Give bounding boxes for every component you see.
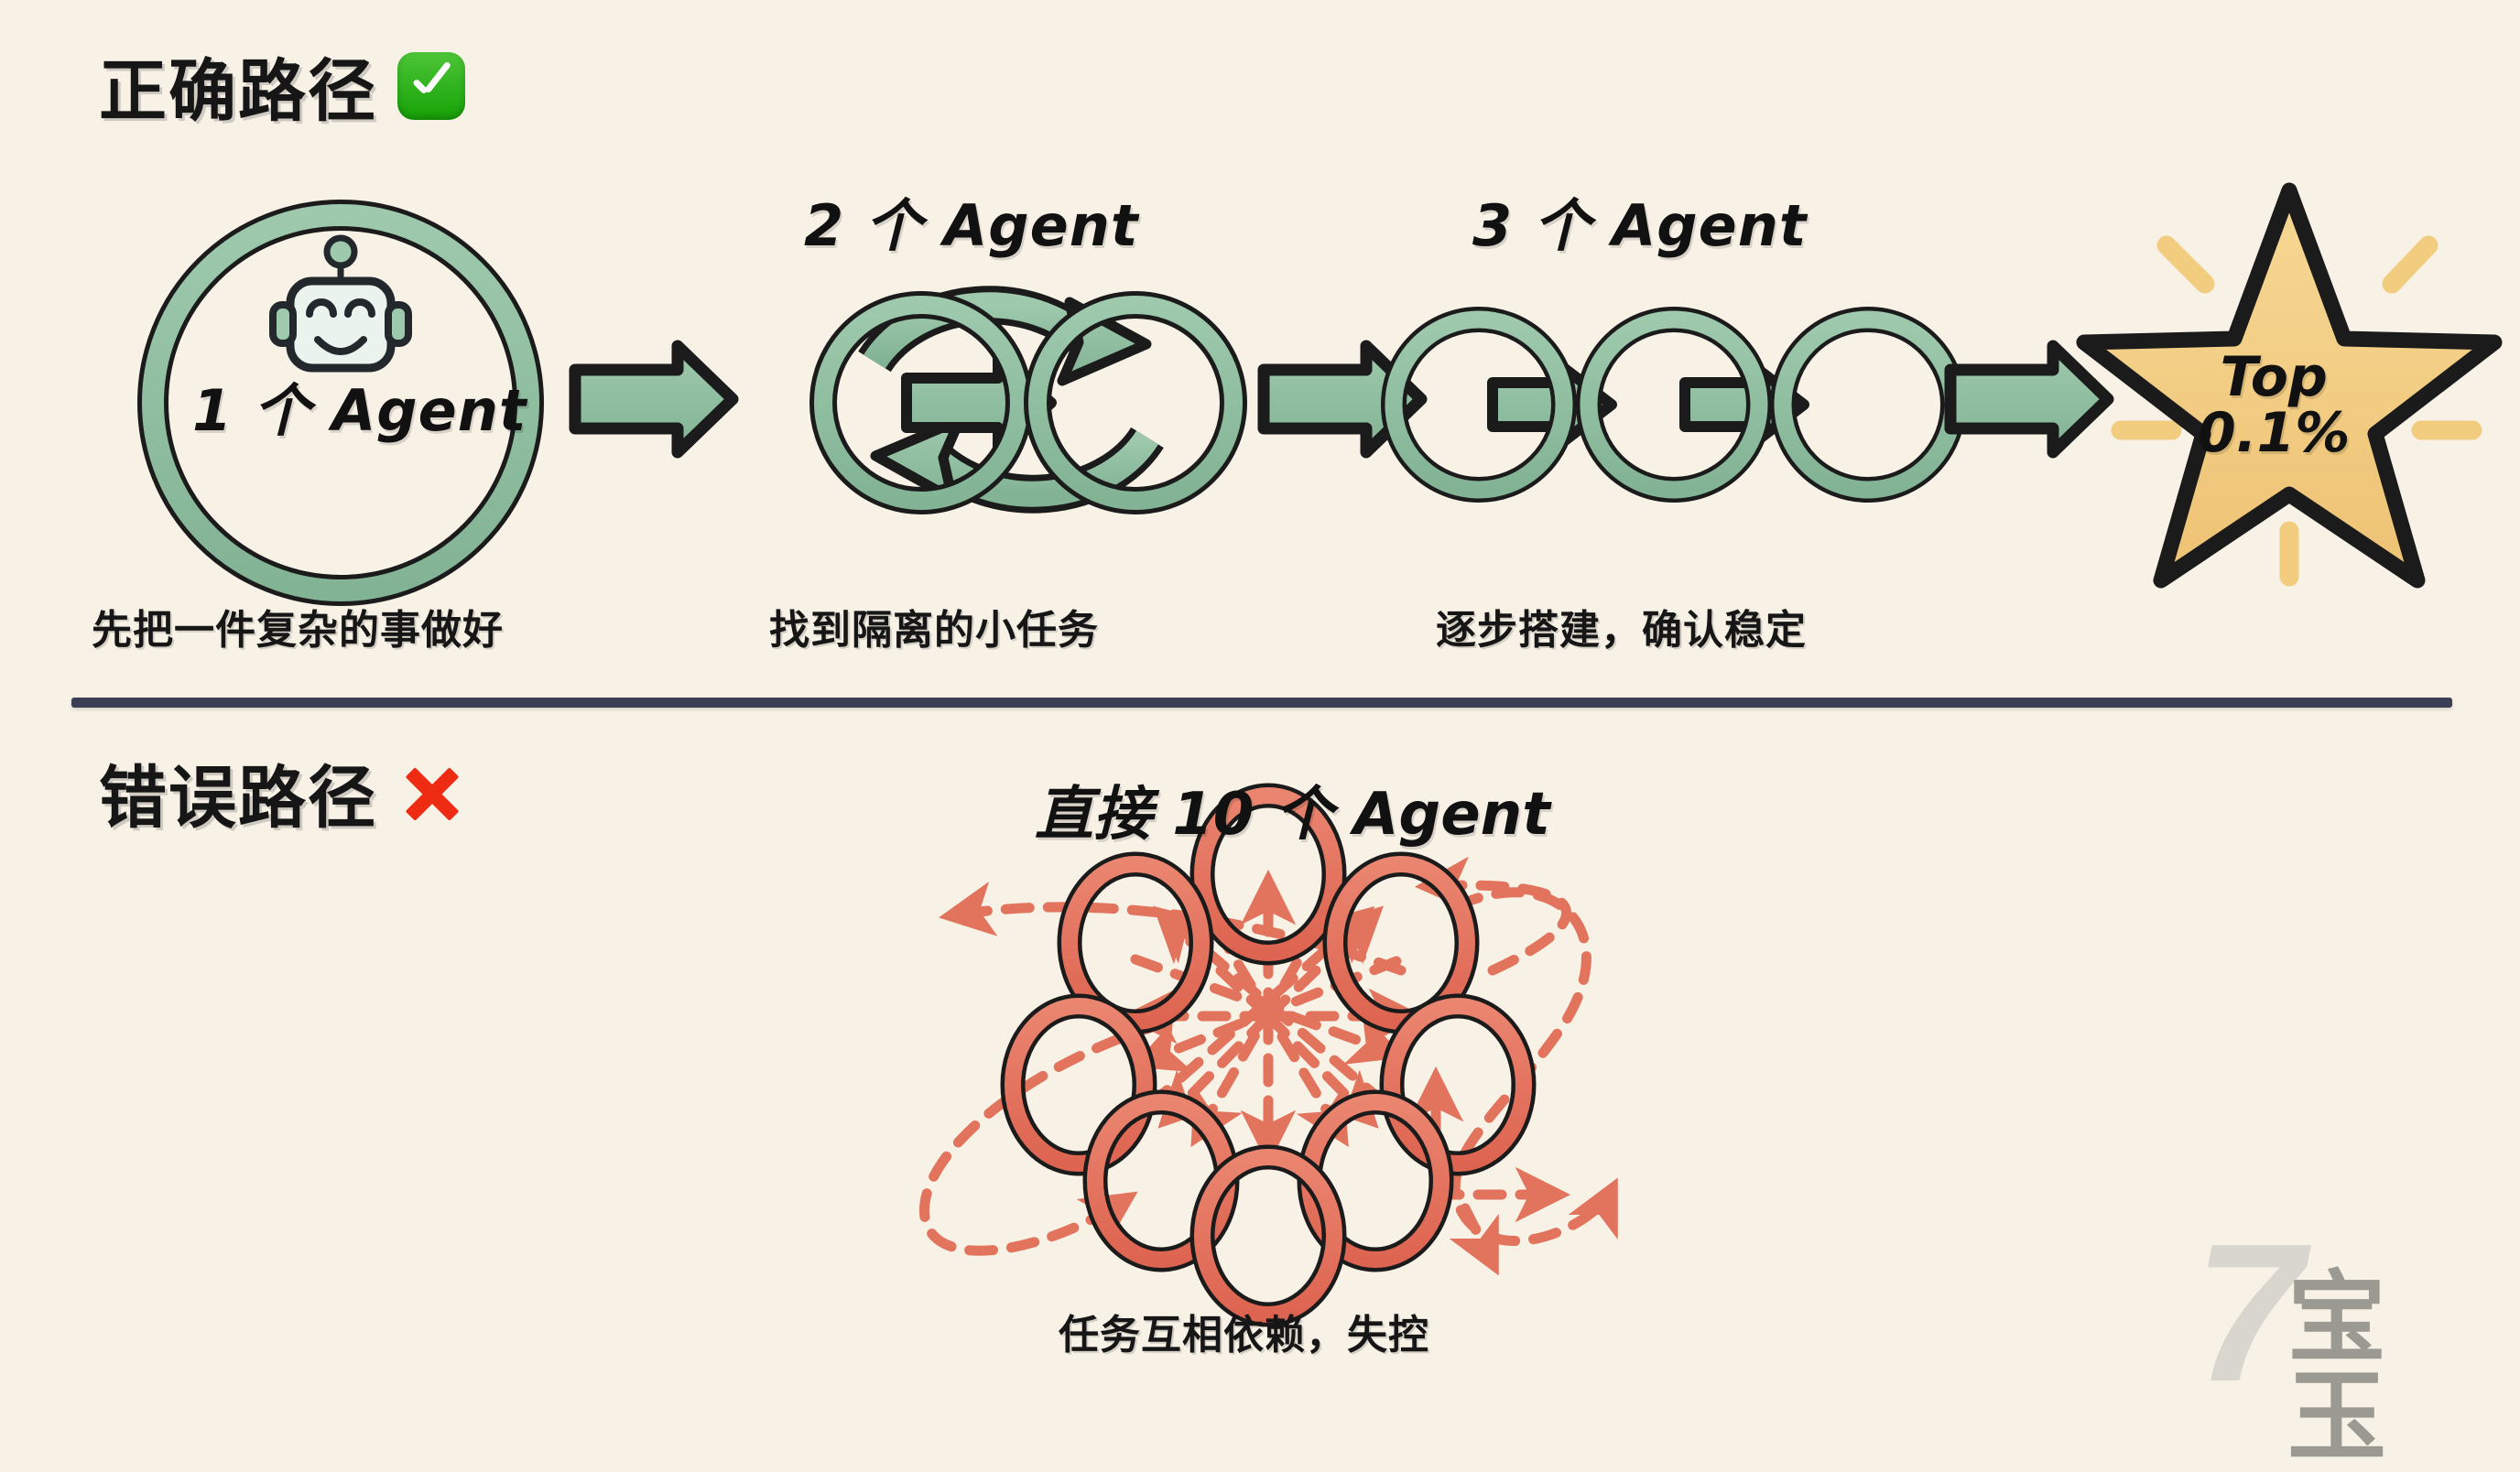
agent-ring-icon-group bbox=[1000, 783, 1537, 1327]
good-path-heading-text: 正确路径 bbox=[99, 53, 377, 129]
step-title-two-agents: 2 个 Agent bbox=[804, 192, 1139, 259]
caption-two-agents: 找到隔离的小任务 bbox=[769, 608, 1099, 653]
step-one-agent-ring bbox=[137, 200, 544, 606]
red-x-emoji-icon bbox=[397, 758, 467, 828]
chaos-network bbox=[919, 783, 1618, 1327]
robot-face-icon bbox=[269, 234, 412, 373]
flow-arrow-1 bbox=[569, 340, 739, 459]
step-three-agents-group bbox=[1381, 307, 1966, 503]
step-two-agents-group bbox=[809, 286, 1247, 514]
flow-arrow-3 bbox=[1944, 340, 2114, 459]
step-title-one-agent: 1 个 Agent bbox=[192, 377, 527, 444]
star-label-line1: Top bbox=[2220, 345, 2328, 409]
bad-path-heading-text: 错误路径 bbox=[99, 760, 377, 836]
infographic-artwork bbox=[137, 182, 2503, 1327]
bad-path-heading: 错误路径 bbox=[99, 743, 467, 841]
star-label-line2: 0.1% bbox=[2198, 401, 2351, 466]
bad-path-title: 直接 10 个 Agent bbox=[1035, 781, 1550, 849]
caption-bad-path: 任务互相依赖，失控 bbox=[1059, 1313, 1429, 1358]
step-title-three-agents: 3 个 Agent bbox=[1472, 192, 1808, 259]
star-sparkles bbox=[2111, 235, 2482, 587]
caption-one-agent: 先把一件复杂的事做好 bbox=[92, 608, 504, 653]
star-label: Top 0.1% bbox=[2198, 345, 2351, 466]
chaos-edges bbox=[919, 856, 1618, 1276]
caption-three-agents: 逐步搭建，确认稳定 bbox=[1436, 608, 1807, 653]
section-divider bbox=[71, 698, 2452, 708]
good-path-heading: 正确路径 bbox=[99, 37, 465, 135]
green-check-emoji-icon bbox=[397, 51, 465, 120]
star-icon bbox=[2076, 182, 2503, 589]
